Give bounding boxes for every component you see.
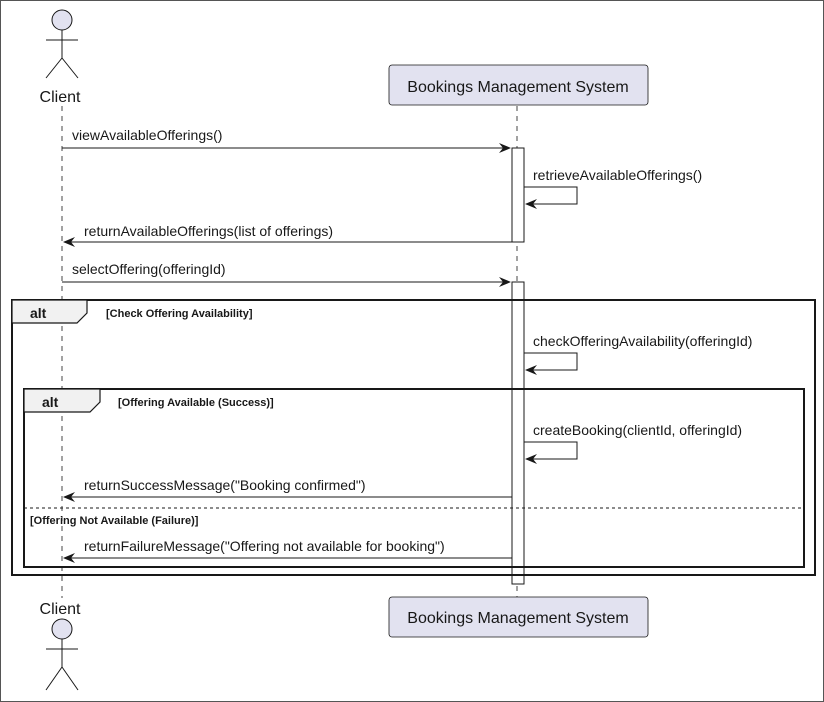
inner-alt-guard: [Offering Available (Success)] [118,397,274,409]
message-return-success: returnSuccessMessage("Booking confirmed"… [63,477,512,502]
client-actor-bottom: Client [40,601,81,691]
message-label: selectOffering(offeringId) [72,261,226,277]
message-return-failure: returnFailureMessage("Offering not avail… [63,538,512,563]
message-label: returnAvailableOfferings(list of offerin… [84,223,333,239]
message-return-available-offerings: returnAvailableOfferings(list of offerin… [63,223,512,247]
inner-alt-keyword: alt [42,394,59,410]
client-actor-label: Client [40,89,81,106]
actor-head-icon [51,618,73,640]
message-label: returnSuccessMessage("Booking confirmed"… [84,477,366,493]
message-label: returnFailureMessage("Offering not avail… [84,538,445,554]
message-label: retrieveAvailableOfferings() [533,167,702,183]
system-participant-label: Bookings Management System [407,79,628,96]
message-view-available-offerings: viewAvailableOfferings() [62,127,511,153]
inner-alt-else-guard: [Offering Not Available (Failure)] [30,515,199,527]
message-create-booking: createBooking(clientId, offeringId) [524,422,742,464]
activation-bar-1 [511,147,525,243]
outer-alt-fragment: alt [Check Offering Availability] [11,299,816,576]
system-participant-label: Bookings Management System [407,610,628,627]
client-actor-label: Client [40,601,81,618]
message-label: viewAvailableOfferings() [72,127,222,143]
actor-head-icon [51,9,73,31]
message-retrieve-available-offerings: retrieveAvailableOfferings() [524,167,702,209]
message-select-offering: selectOffering(offeringId) [62,261,511,287]
inner-alt-fragment: alt [Offering Available (Success)] [Offe… [23,388,805,568]
outer-alt-keyword: alt [30,305,47,321]
client-actor-top: Client [40,9,81,106]
system-participant-bottom: Bookings Management System [388,596,649,638]
outer-alt-guard: [Check Offering Availability] [106,308,253,320]
activation-bar-2 [511,281,525,585]
message-label: createBooking(clientId, offeringId) [533,422,742,438]
system-participant-top: Bookings Management System [388,64,649,106]
message-label: checkOfferingAvailability(offeringId) [533,333,752,349]
message-check-offering-availability: checkOfferingAvailability(offeringId) [524,333,752,375]
